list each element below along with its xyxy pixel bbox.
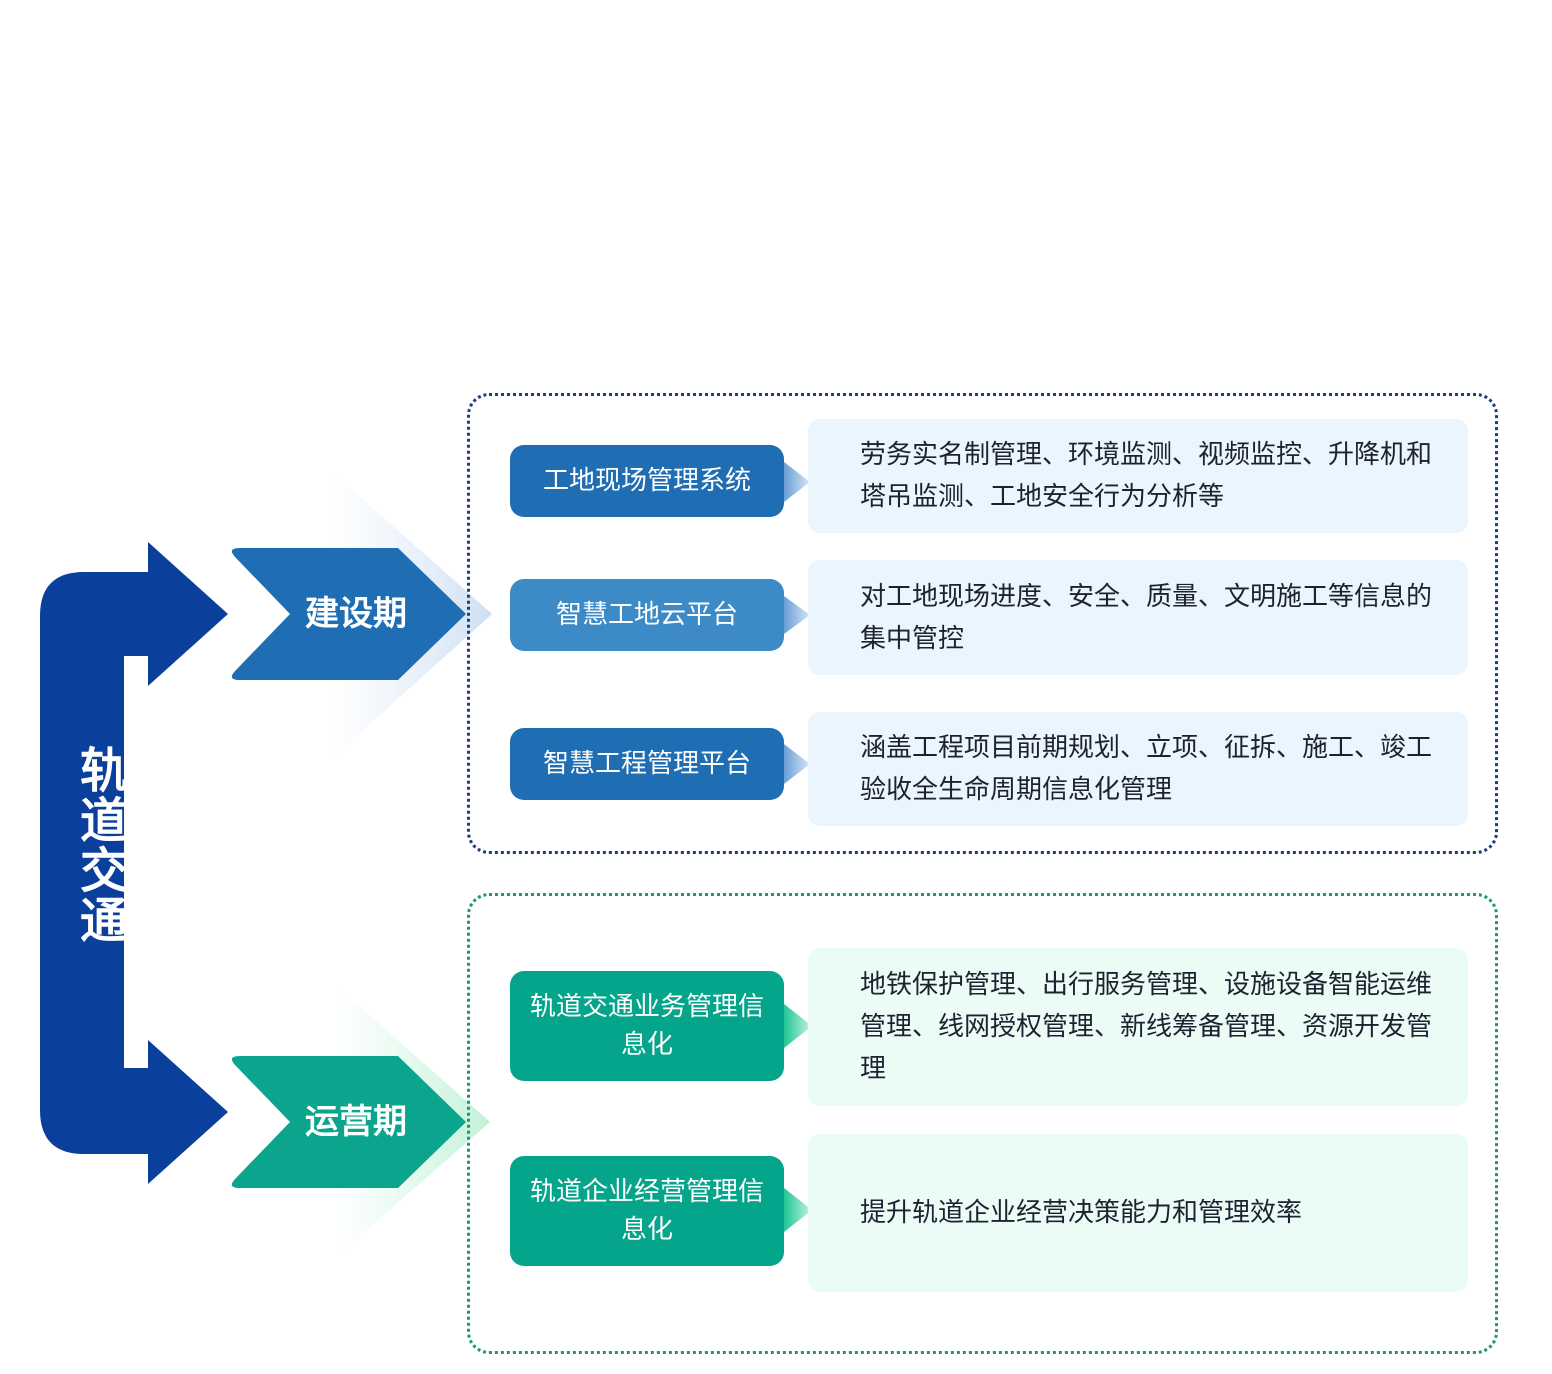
main-bracket-arrow <box>40 542 228 1184</box>
construction-phase-arrow <box>231 548 466 680</box>
system-pointer-2 <box>784 744 810 784</box>
system-pointer-0 <box>784 462 810 502</box>
system-pointer-1 <box>784 596 810 634</box>
system-enterprise-management[interactable]: 轨道企业经营管理信息化 <box>510 1156 784 1266</box>
operation-phase-label: 运营期 <box>305 1102 407 1142</box>
construction-phase-label: 建设期 <box>305 594 407 634</box>
construction-group-box <box>467 393 1498 854</box>
main-title: 轨道交通 <box>71 745 127 945</box>
system-pointer-3 <box>784 1004 812 1048</box>
system-smart-engineering[interactable]: 智慧工程管理平台 <box>510 728 784 800</box>
desc-transit-business: 地铁保护管理、出行服务管理、设施设备智能运维管理、线网授权管理、新线筹备管理、资… <box>808 948 1468 1106</box>
system-pointer-4 <box>784 1188 812 1232</box>
system-smart-site-cloud[interactable]: 智慧工地云平台 <box>510 579 784 651</box>
desc-smart-site-cloud: 对工地现场进度、安全、质量、文明施工等信息的集中管控 <box>808 560 1468 675</box>
desc-enterprise-management: 提升轨道企业经营决策能力和管理效率 <box>808 1134 1468 1292</box>
desc-site-management: 劳务实名制管理、环境监测、视频监控、升降机和塔吊监测、工地安全行为分析等 <box>808 419 1468 533</box>
operation-group-box <box>467 893 1498 1354</box>
system-transit-business[interactable]: 轨道交通业务管理信息化 <box>510 971 784 1081</box>
operation-phase-arrow <box>231 1056 466 1188</box>
system-site-management[interactable]: 工地现场管理系统 <box>510 445 784 517</box>
desc-smart-engineering: 涵盖工程项目前期规划、立项、征拆、施工、竣工验收全生命周期信息化管理 <box>808 712 1468 826</box>
